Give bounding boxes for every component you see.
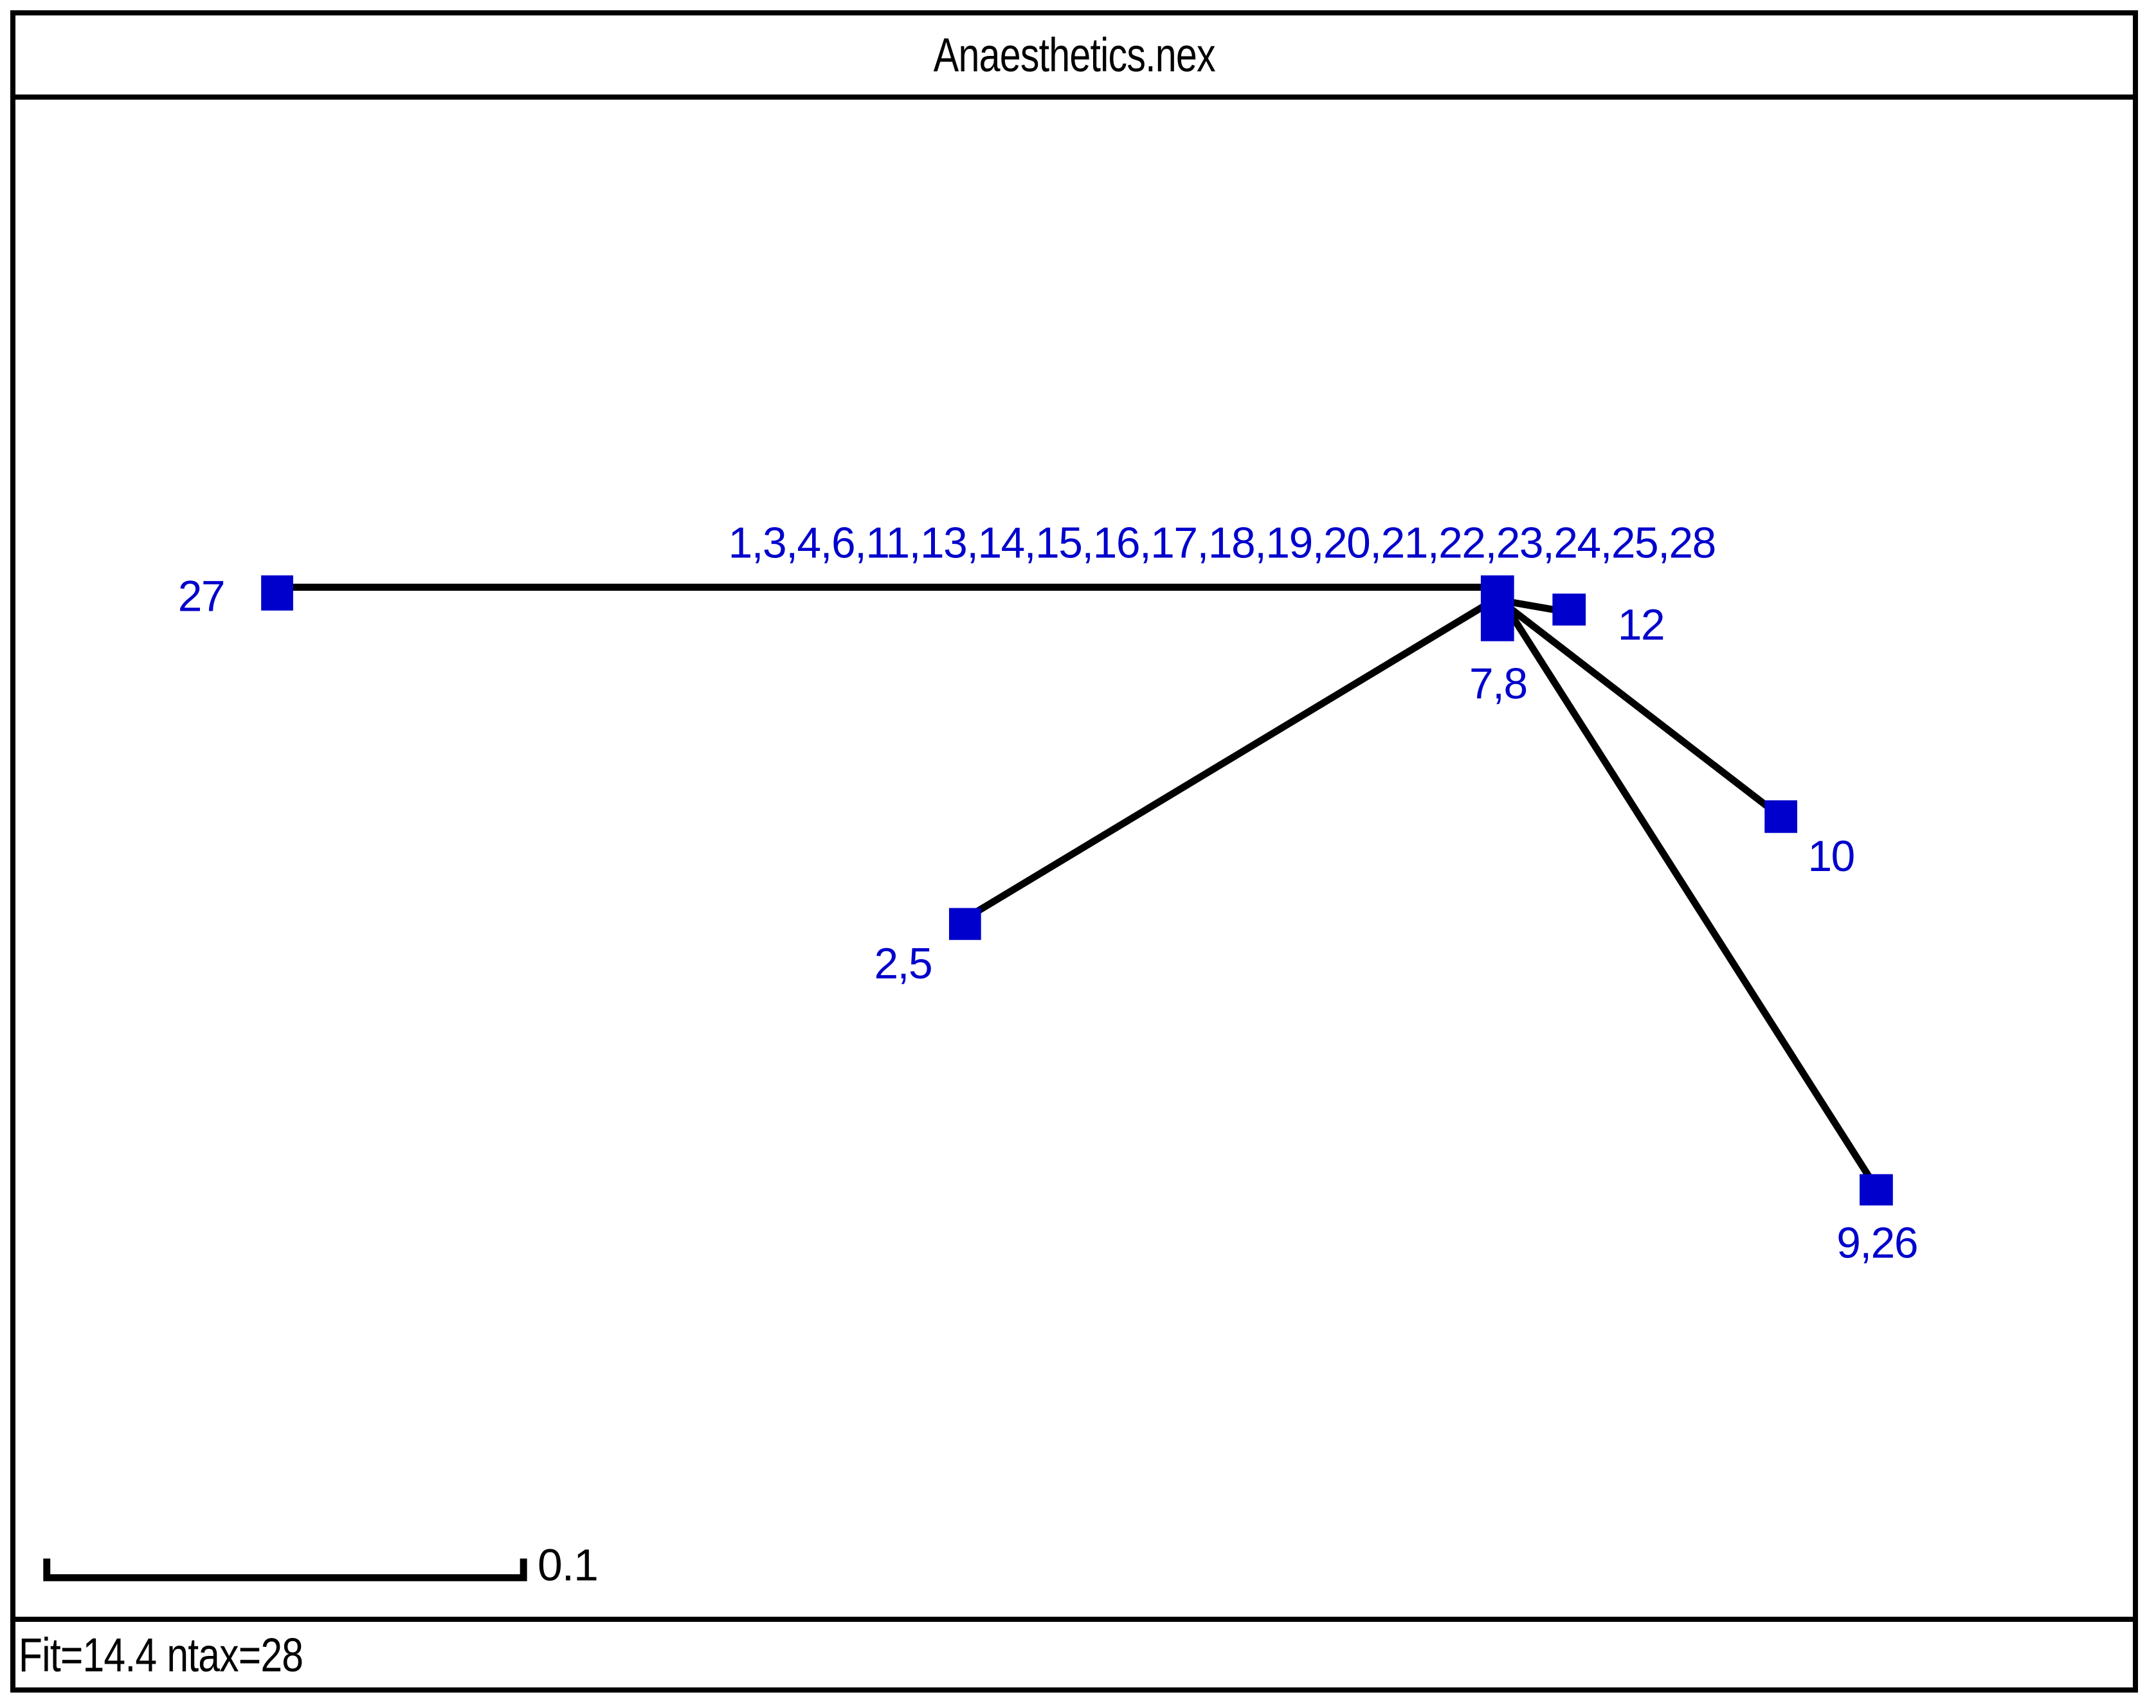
title-bar: Anaesthetics.nex	[15, 15, 2133, 100]
taxa-node-n926[interactable]	[1860, 1174, 1893, 1206]
taxa-label-n12[interactable]: 12	[1618, 601, 1665, 649]
network-edge[interactable]	[968, 591, 1505, 919]
taxa-label-n10[interactable]: 10	[1807, 832, 1855, 881]
taxa-node-n25[interactable]	[948, 908, 981, 940]
scale-bar-bracket	[43, 1558, 527, 1581]
network-edge[interactable]	[1505, 607, 1878, 1188]
network-viewer-window: Anaesthetics.nex 27 1,3,4,6,11,13,14,15,1…	[10, 10, 2138, 1693]
taxa-node-n27[interactable]	[261, 575, 293, 611]
nodes-group	[261, 575, 1893, 1206]
window-title: Anaesthetics.nex	[933, 28, 1215, 82]
taxa-label-ncenter[interactable]: 1,3,4,6,11,13,14,15,16,17,18,19,20,21,22…	[729, 519, 1717, 568]
taxa-label-n27[interactable]: 27	[178, 572, 226, 620]
splits-network-graphic[interactable]: 27 1,3,4,6,11,13,14,15,16,17,18,19,20,21,…	[15, 100, 2133, 1612]
node-labels-group: 27 1,3,4,6,11,13,14,15,16,17,18,19,20,21,…	[178, 519, 1919, 1267]
taxa-label-n78[interactable]: 7,8	[1469, 660, 1528, 708]
status-text: Fit=14.4 ntax=28	[18, 1628, 303, 1682]
status-bar: Fit=14.4 ntax=28	[15, 1617, 2133, 1687]
scale-bar-label: 0.1	[538, 1540, 598, 1590]
edges-group	[280, 584, 1878, 1188]
taxa-label-n926[interactable]: 9,26	[1836, 1219, 1918, 1267]
taxa-node-n10[interactable]	[1764, 800, 1798, 833]
network-canvas[interactable]: 27 1,3,4,6,11,13,14,15,16,17,18,19,20,21,…	[15, 100, 2133, 1612]
taxa-node-ncenter[interactable]	[1480, 575, 1514, 642]
taxa-label-n25[interactable]: 2,5	[874, 940, 933, 988]
scale-bar: 0.1	[43, 1540, 599, 1590]
taxa-node-n12[interactable]	[1552, 593, 1586, 626]
network-edge[interactable]	[1505, 603, 1782, 818]
